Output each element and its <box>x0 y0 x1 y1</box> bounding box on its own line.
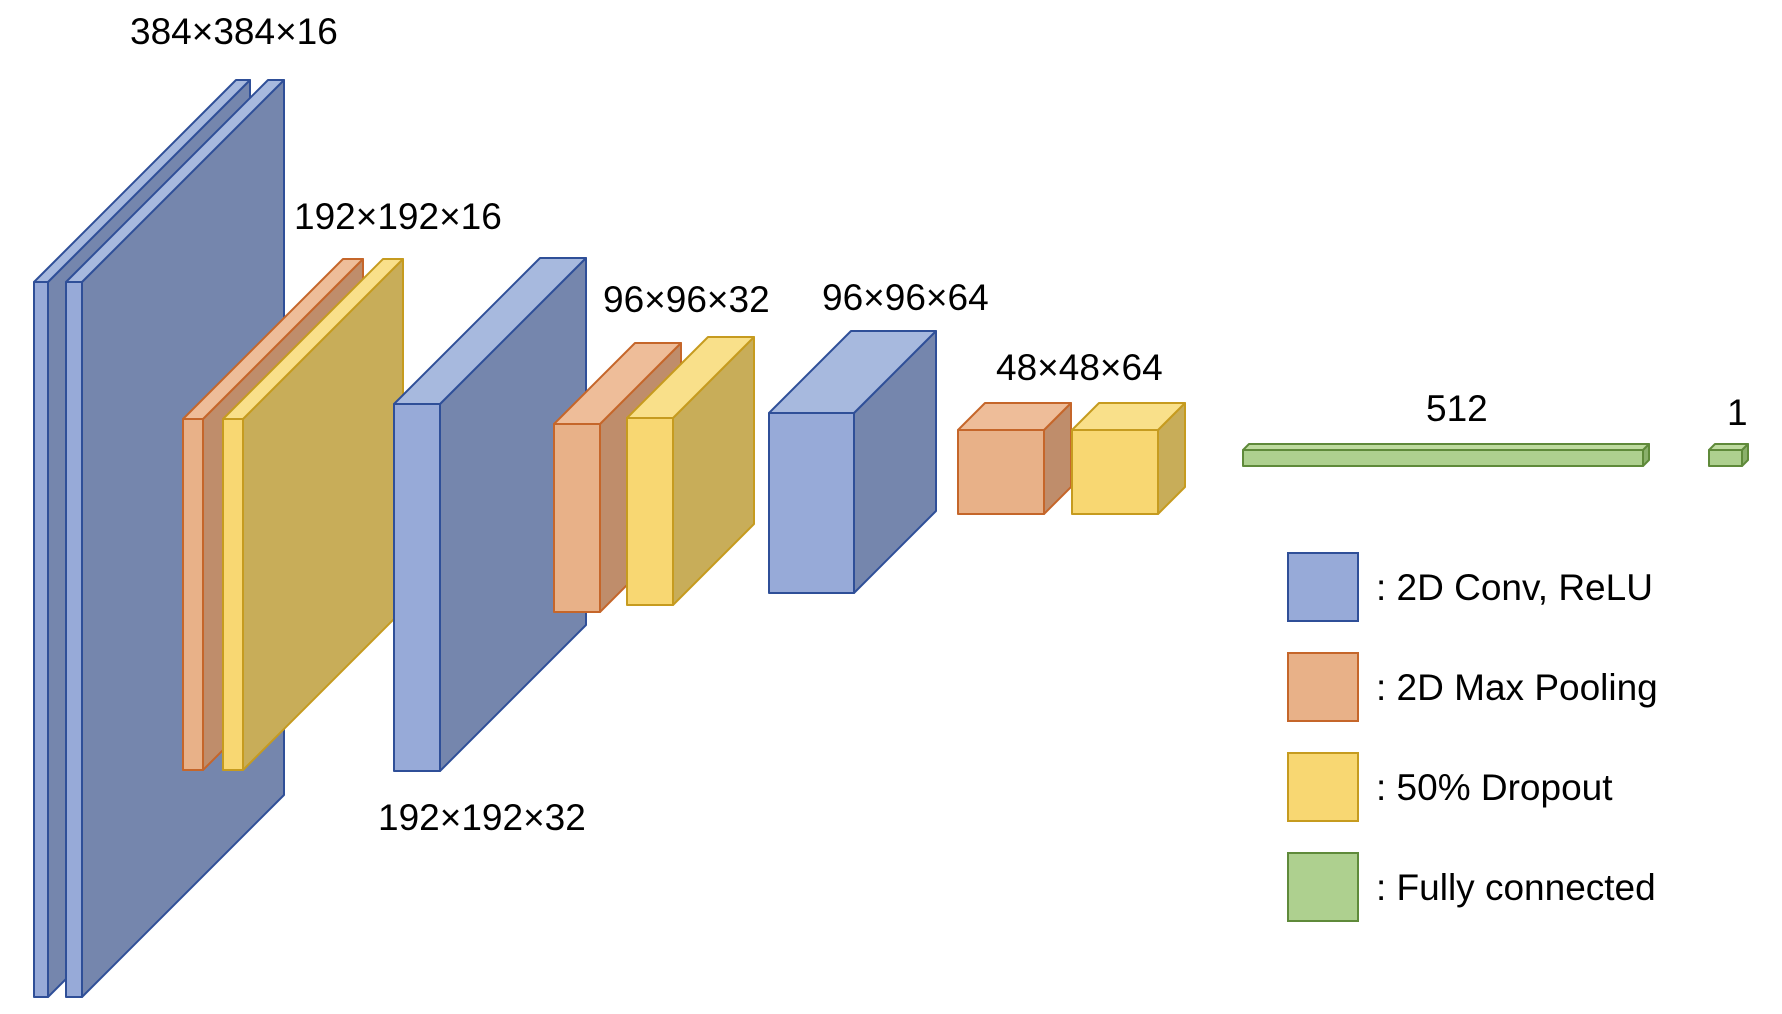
block-front-face <box>1708 449 1743 467</box>
label-192x192x16: 192×192×16 <box>294 196 502 237</box>
block-front-face <box>626 417 674 606</box>
label-48x48x64: 48×48×64 <box>996 347 1163 388</box>
legend: : 2D Conv, ReLU : 2D Max Pooling : 50% Dro… <box>1287 552 1658 922</box>
legend-swatch-conv <box>1287 552 1359 622</box>
legend-item-dropout: : 50% Dropout <box>1287 752 1613 822</box>
dimension-labels: 384×384×16 192×192×16 192×192×32 96×96×3… <box>130 11 1748 838</box>
legend-item-conv: : 2D Conv, ReLU <box>1287 552 1653 622</box>
legend-label-pool: : 2D Max Pooling <box>1376 667 1658 708</box>
conv-layer-block <box>393 257 587 772</box>
dropout-layer-block <box>1071 402 1186 515</box>
block-front-face <box>1071 429 1159 515</box>
block-front-face <box>182 418 204 771</box>
legend-item-pool: : 2D Max Pooling <box>1287 652 1658 722</box>
label-96x96x32: 96×96×32 <box>603 279 770 320</box>
label-512: 512 <box>1426 388 1488 429</box>
dropout-layer-block <box>626 336 755 606</box>
block-front-face <box>553 423 601 613</box>
pool-layer-block <box>957 402 1072 515</box>
label-192x192x32: 192×192×32 <box>378 797 586 838</box>
fc-layer-block <box>1242 443 1650 467</box>
block-front-face <box>768 412 855 594</box>
fc-layer-block <box>1708 443 1749 467</box>
conv-layer-block <box>768 330 937 594</box>
block-front-face <box>222 418 244 771</box>
legend-swatch-fc <box>1287 852 1359 922</box>
block-front-face <box>393 403 441 772</box>
block-front-face <box>957 429 1045 515</box>
legend-swatch-dropout <box>1287 752 1359 822</box>
label-1: 1 <box>1727 392 1748 433</box>
dropout-layer-block <box>222 258 404 771</box>
block-front-face <box>1242 449 1644 467</box>
legend-swatch-pool <box>1287 652 1359 722</box>
legend-label-dropout: : 50% Dropout <box>1376 767 1613 808</box>
label-384x384x16: 384×384×16 <box>130 11 338 52</box>
legend-item-fc: : Fully connected <box>1287 852 1656 922</box>
legend-label-conv: : 2D Conv, ReLU <box>1376 567 1653 608</box>
layer-blocks <box>33 79 1749 998</box>
legend-label-fc: : Fully connected <box>1376 867 1656 908</box>
block-front-face <box>33 281 49 998</box>
label-96x96x64: 96×96×64 <box>822 277 989 318</box>
block-front-face <box>65 281 83 998</box>
